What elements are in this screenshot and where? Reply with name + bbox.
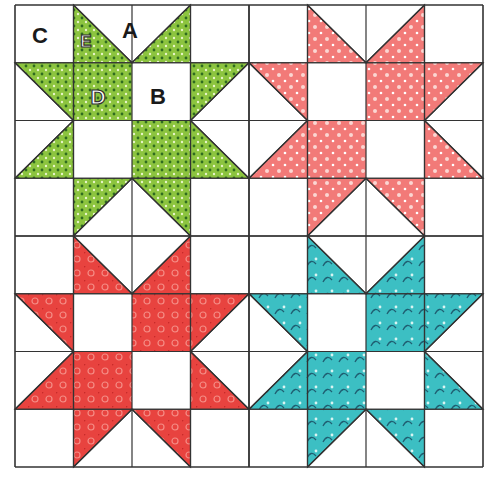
piece-label: A [122,20,138,42]
center-square [366,294,425,352]
piece-label: C [32,25,48,47]
piece-label: E [80,33,91,50]
center-square [74,352,133,410]
piece-label: B [150,86,166,108]
center-square [308,121,367,179]
grid-seam [15,235,483,236]
center-square [74,63,133,121]
center-square [366,63,425,121]
center-square [132,294,191,352]
center-square [132,121,191,179]
piece-label: D [90,86,105,107]
center-square [308,352,367,410]
block-seam [15,235,483,237]
